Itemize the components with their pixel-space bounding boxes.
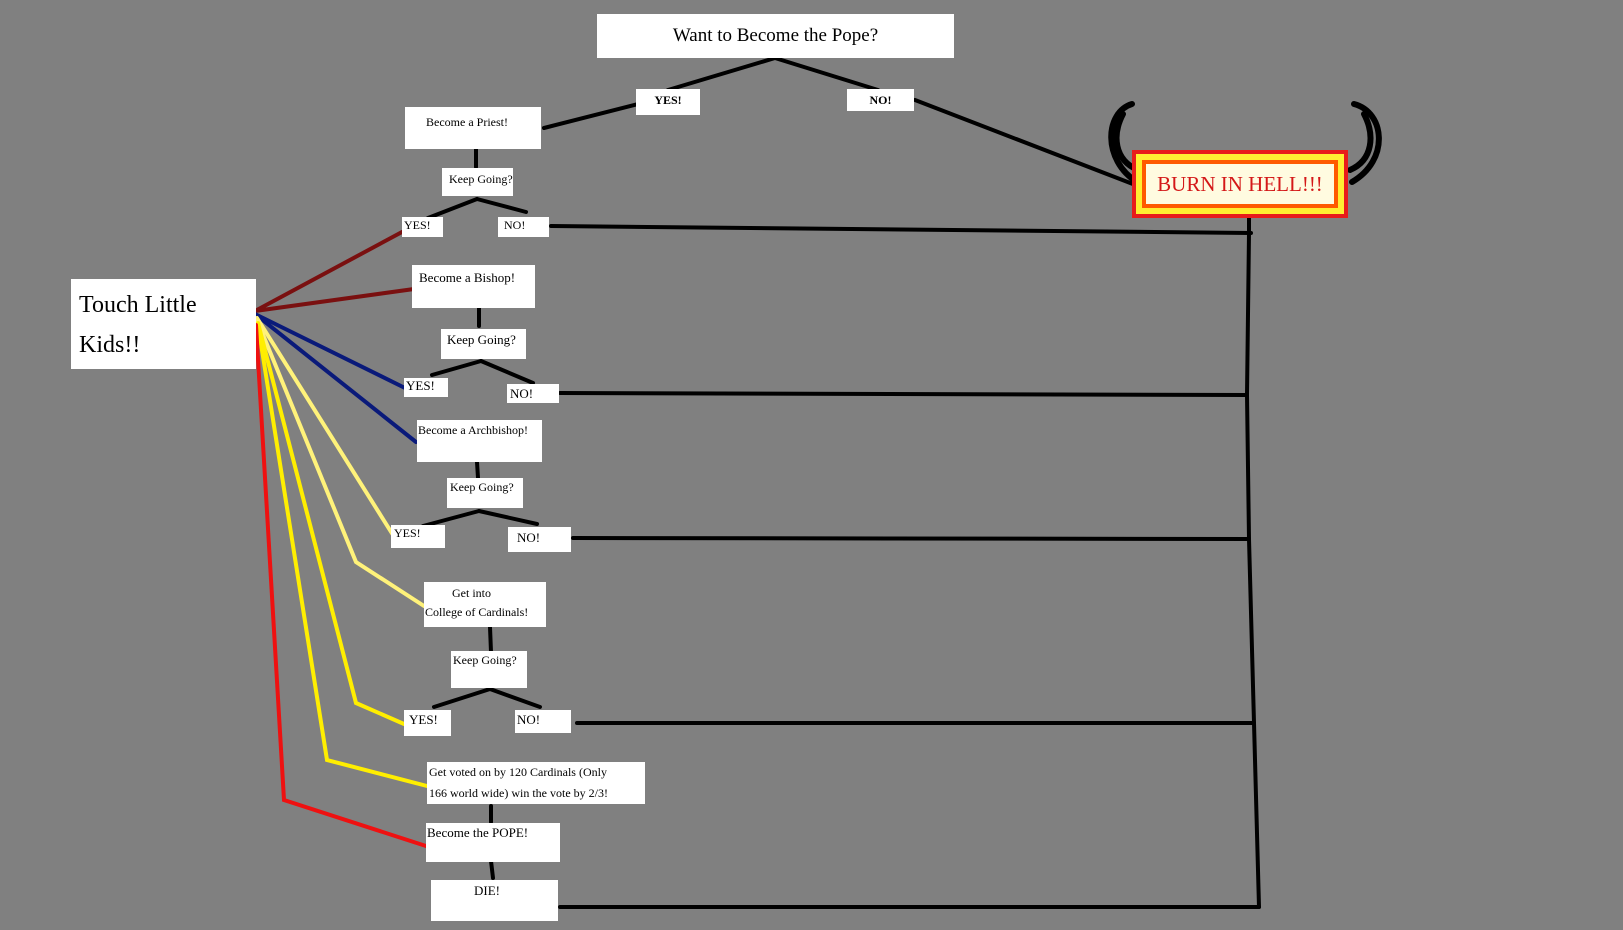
- black-connectors: [421, 56, 1261, 909]
- colored-connectors: [253, 230, 429, 848]
- cardinals-line2: College of Cardinals!: [425, 605, 529, 619]
- cardinals-yes-box: YES!: [404, 710, 451, 736]
- priest-keep-going-box: Keep Going?: [442, 168, 513, 196]
- bishop-no-box: NO!: [507, 384, 559, 403]
- touch-box: Touch Little Kids!!: [71, 279, 256, 369]
- horns-icon: [1108, 101, 1382, 185]
- vote-box: Get voted on by 120 Cardinals (Only 166 …: [427, 762, 645, 804]
- archbishop-keep-going-box: Keep Going?: [447, 478, 523, 508]
- cardinals-keep-going-box: Keep Going?: [451, 651, 527, 688]
- bishop-yes-box: YES!: [404, 378, 448, 397]
- bishop-box: Become a Bishop!: [412, 265, 535, 308]
- question-text: Want to Become the Pope?: [672, 25, 879, 46]
- burn-in-hell-text: BURN IN HELL!!!: [1157, 171, 1323, 196]
- bishop-keep-going-box: Keep Going?: [441, 329, 526, 359]
- die-box: DIE!: [431, 880, 558, 921]
- vote-line1: Get voted on by 120 Cardinals (Only: [429, 765, 607, 779]
- cardinals-no-box: NO!: [515, 710, 571, 733]
- cardinals-line1: Get into: [452, 586, 491, 600]
- archbishop-box: Become a Archbishop!: [417, 420, 542, 462]
- touch-text: Touch Little Kids!!: [79, 292, 197, 358]
- priest-no-box: NO!: [498, 217, 549, 237]
- priest-yes-box: YES!: [402, 217, 443, 237]
- archbishop-yes-box: YES!: [391, 525, 445, 548]
- burn-in-hell-box: BURN IN HELL!!!: [1132, 150, 1348, 218]
- pope-box: Become the POPE!: [426, 823, 560, 862]
- cardinals-box: Get into College of Cardinals!: [424, 582, 546, 627]
- question-box: Want to Become the Pope?: [597, 14, 954, 58]
- vote-line2: 166 world wide) win the vote by 2/3!: [429, 786, 608, 800]
- priest-box: Become a Priest!: [405, 107, 541, 149]
- top-yes-box: YES!: [636, 89, 700, 115]
- top-no-box: NO!: [847, 89, 914, 111]
- archbishop-no-box: NO!: [508, 527, 571, 552]
